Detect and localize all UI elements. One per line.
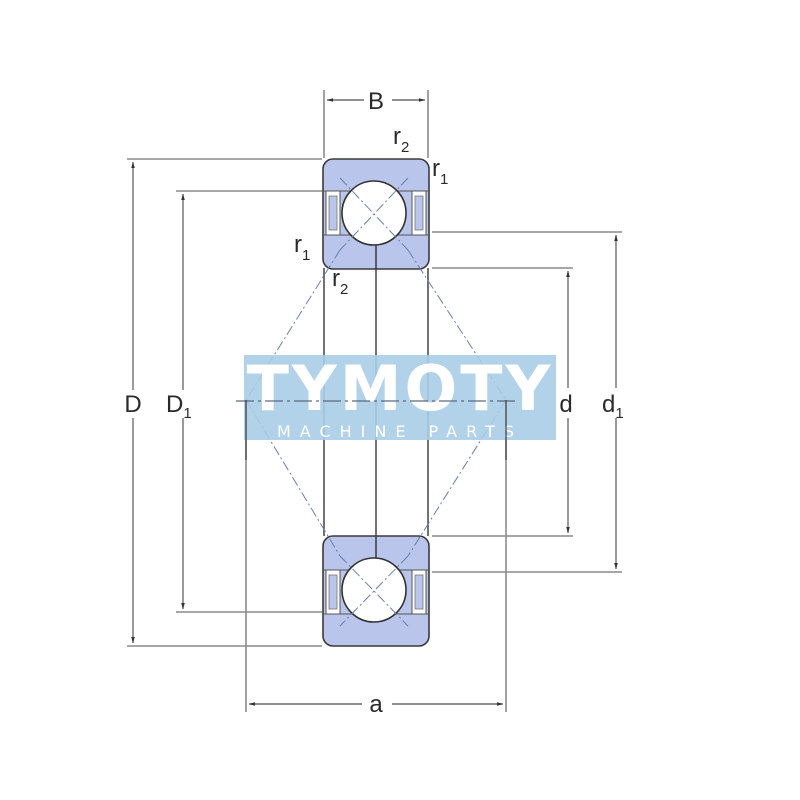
watermark: TYMOTY MACHINE PARTS: [244, 352, 556, 441]
dimension-lines: [131, 98, 618, 706]
label-r2-left: r2: [332, 265, 348, 298]
label-r1-left: r1: [294, 231, 310, 264]
label-d1: d1: [602, 391, 624, 422]
label-r2-top: r2: [393, 123, 409, 156]
label-a: a: [369, 691, 383, 718]
label-r1-top: r1: [432, 155, 448, 188]
section-lines-through-watermark: [245, 400, 507, 460]
watermark-tagline: MACHINE PARTS: [277, 422, 523, 441]
label-d: d: [559, 391, 572, 418]
bearing-section-bottom: [322, 535, 430, 647]
label-D1: D1: [166, 391, 192, 422]
watermark-brand: TYMOTY: [247, 352, 554, 425]
label-D: D: [124, 391, 141, 418]
label-B: B: [368, 88, 384, 115]
